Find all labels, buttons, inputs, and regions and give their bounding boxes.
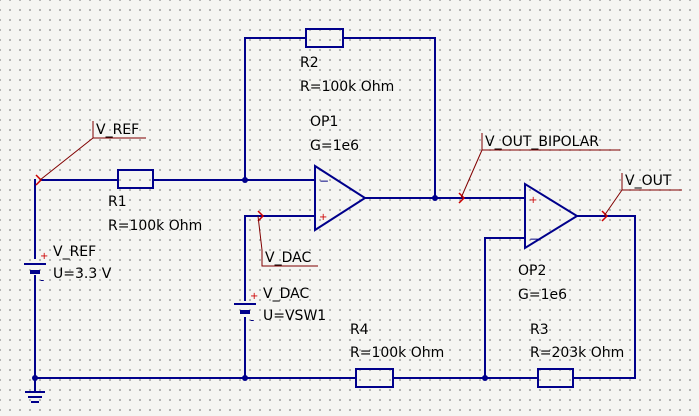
- op2-plus-sign: +: [529, 195, 537, 206]
- ports: [35, 174, 609, 222]
- junction-op1-minus: [242, 177, 248, 183]
- op1-plus-sign: +: [319, 212, 327, 223]
- vdac-source-value: U=VSW1: [263, 308, 326, 324]
- vref-source-value: U=3.3 V: [53, 266, 112, 282]
- net-label-vdac[interactable]: V_DAC: [257, 215, 318, 267]
- resistor-r2[interactable]: [305, 28, 344, 48]
- vref-plus-terminal: +: [40, 251, 48, 262]
- r4-value: R=100k Ohm: [350, 345, 444, 361]
- net-label-vout-bipolar[interactable]: V_OUT_BIPOLAR: [460, 133, 620, 199]
- voltage-source-vref[interactable]: + -: [24, 251, 48, 287]
- ground-symbol: [25, 391, 45, 403]
- net-vout-bipolar-text: V_OUT_BIPOLAR: [485, 134, 599, 150]
- op2-minus-sign: −: [529, 232, 539, 246]
- op1-name: OP1: [310, 114, 338, 130]
- voltage-source-vdac[interactable]: + -: [234, 291, 258, 327]
- port-vdac-icon: [257, 210, 265, 222]
- op2-name: OP2: [518, 263, 546, 279]
- port-vref-icon: [35, 174, 43, 186]
- junction-bottom-op2: [482, 375, 488, 381]
- opamp-op2[interactable]: + −: [524, 182, 579, 250]
- junction-op1-out: [432, 195, 438, 201]
- junctions: [32, 177, 488, 381]
- junction-bottom-left: [32, 375, 38, 381]
- resistor-r1[interactable]: [117, 169, 154, 189]
- r1-value: R=100k Ohm: [108, 218, 202, 234]
- r2-value: R=100k Ohm: [300, 79, 394, 95]
- resistor-r4[interactable]: [355, 368, 394, 388]
- vdac-source-name: V_DAC: [263, 286, 309, 302]
- wires: [34, 37, 636, 393]
- port-vout-icon: [601, 210, 609, 222]
- port-vout-bipolar-icon: [458, 192, 466, 204]
- op1-minus-sign: −: [319, 174, 329, 188]
- resistor-r3[interactable]: [537, 368, 574, 388]
- r3-name: R3: [530, 322, 549, 338]
- opamp-op1[interactable]: − +: [314, 164, 367, 232]
- vdac-plus-terminal: +: [250, 291, 258, 302]
- net-vout-text: V_OUT: [625, 173, 672, 189]
- op1-gain: G=1e6: [310, 138, 359, 154]
- net-label-vref[interactable]: V_REF: [39, 121, 146, 181]
- r4-name: R4: [350, 322, 369, 338]
- junction-bottom-vdac: [242, 375, 248, 381]
- r1-name: R1: [108, 194, 127, 210]
- net-vref-text: V_REF: [96, 122, 139, 138]
- wire-r2-feedback: [244, 37, 436, 199]
- wire-bottom-rail: [34, 215, 636, 379]
- r3-value: R=203k Ohm: [530, 345, 624, 361]
- r2-name: R2: [300, 55, 319, 71]
- vdac-minus-terminal: -: [250, 313, 254, 327]
- wire-op2-minus: [484, 237, 526, 379]
- op2-gain: G=1e6: [518, 287, 567, 303]
- net-vdac-text: V_DAC: [265, 250, 311, 266]
- net-label-vout[interactable]: V_OUT: [603, 173, 682, 217]
- vref-source-name: V_REF: [53, 244, 96, 260]
- vref-minus-terminal: -: [40, 273, 44, 287]
